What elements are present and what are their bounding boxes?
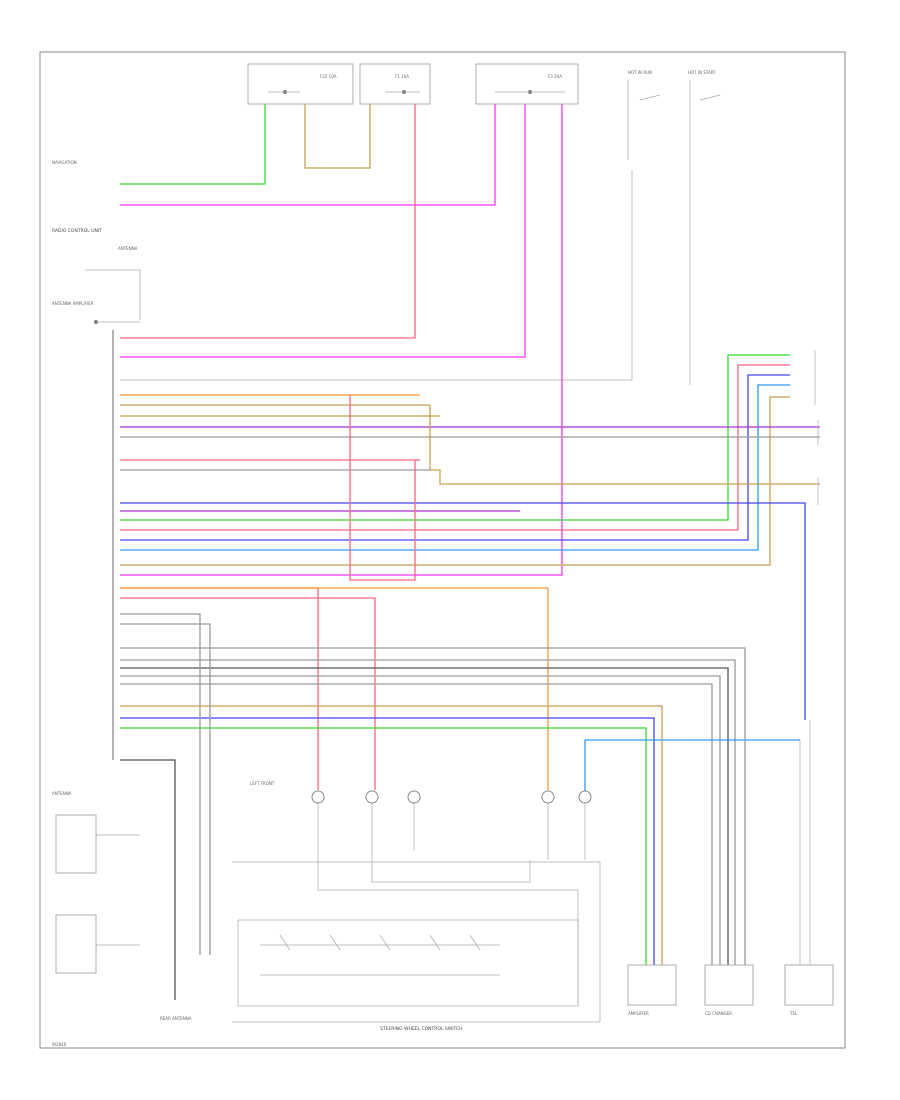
wire-blue-right bbox=[120, 374, 790, 541]
fuse-box-2: F1 10A bbox=[359, 63, 431, 105]
antenna-amp-label: ANTENNA AMPLIFIER bbox=[52, 301, 94, 306]
rear-antenna-label: REAR ANTENNA bbox=[160, 1016, 192, 1021]
wire-pink-loop bbox=[349, 395, 416, 581]
fuse-2-label: F1 10A bbox=[395, 74, 409, 79]
speakers: LEFT FRONT bbox=[250, 781, 592, 880]
wire-gray-cd1 bbox=[120, 647, 746, 965]
wire-magenta-top bbox=[120, 104, 496, 206]
radio-control-unit: RADIO CONTROL UNIT ANTENNA ANTENNA AMPLI… bbox=[52, 160, 141, 760]
switch-1-label: HOT IN RUN bbox=[628, 70, 652, 75]
wire-gray-cd4 bbox=[120, 683, 713, 965]
amplifier-label: AMPLIFIER bbox=[628, 1011, 649, 1016]
wire-gray-cd2 bbox=[120, 659, 736, 965]
wire-blue-tel bbox=[120, 502, 806, 720]
diagram-border bbox=[39, 51, 846, 1049]
wire-tan-right bbox=[120, 396, 790, 566]
wire-green-amp bbox=[120, 727, 647, 965]
radio-label: RADIO CONTROL UNIT bbox=[52, 228, 102, 234]
steering-switch-box: STEERING WHEEL CONTROL SWITCH bbox=[232, 860, 601, 1032]
wire-gray-cd3 bbox=[120, 675, 721, 965]
wire-tan-3 bbox=[429, 405, 820, 485]
wire-green-top bbox=[120, 104, 266, 185]
right-connector-ticks bbox=[814, 350, 819, 505]
antenna-2-label: ANTENNA bbox=[52, 791, 72, 796]
wire-tan-fuse1 bbox=[304, 104, 371, 169]
wire-gray-ant3 bbox=[120, 759, 176, 1000]
wire-tan-amp bbox=[120, 705, 663, 965]
wire-magenta-fuse3 bbox=[120, 104, 526, 358]
fuse-3-label: F3 20A bbox=[548, 74, 562, 79]
wire-black-cd1 bbox=[120, 667, 729, 965]
footer-label: STEERING WHEEL CONTROL SWITCH bbox=[380, 1026, 463, 1032]
wire-pink-right bbox=[120, 364, 790, 531]
wire-harness bbox=[120, 104, 820, 1000]
bottom-right-components: AMPLIFIER CD CHANGER TEL bbox=[627, 720, 834, 1016]
switch-2-label: HOT IN START bbox=[688, 70, 716, 75]
tel-label: TEL bbox=[789, 1011, 798, 1016]
wire-orange-spk bbox=[120, 587, 549, 790]
fuse-box-3: F3 20A bbox=[475, 63, 579, 105]
antenna-label: ANTENNA bbox=[118, 246, 138, 251]
wire-pink-spk2 bbox=[120, 597, 376, 790]
wire-blue-amp bbox=[120, 717, 655, 965]
fuse-box-1: F22 10A bbox=[247, 63, 354, 105]
left-antenna-boxes: ANTENNA REAR ANTENNA bbox=[52, 791, 192, 1021]
wire-lightblue-right bbox=[120, 384, 790, 551]
wire-lightblue-amp bbox=[584, 739, 800, 800]
navigation-label: NAVIGATION bbox=[52, 160, 77, 165]
wire-magenta-long bbox=[120, 104, 563, 576]
wire-pink-fuse2 bbox=[120, 104, 416, 339]
wire-gray-ant1 bbox=[120, 613, 201, 955]
cd-changer-label: CD CHANGER bbox=[705, 1011, 732, 1016]
page-code: W2846 bbox=[52, 1042, 67, 1047]
wire-gray-ant2 bbox=[120, 623, 211, 955]
ignition-switch-lines bbox=[120, 80, 721, 385]
left-front-speaker-label: LEFT FRONT bbox=[250, 781, 275, 786]
fuse-1-label: F22 10A bbox=[320, 74, 337, 79]
